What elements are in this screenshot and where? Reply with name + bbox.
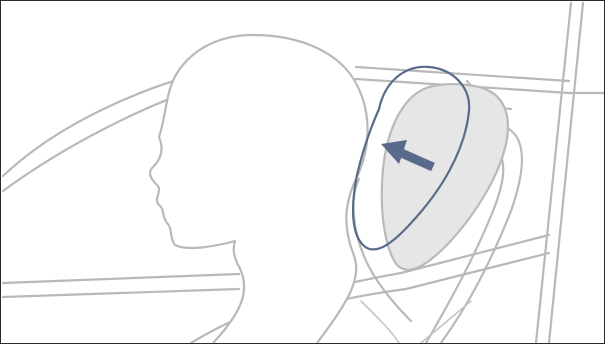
door-line-top — [3, 274, 239, 283]
head-silhouette-icon — [150, 35, 368, 343]
belt-buckle-line — [361, 301, 399, 343]
door-line-bottom — [3, 289, 239, 297]
roof-line-outer — [356, 67, 569, 81]
